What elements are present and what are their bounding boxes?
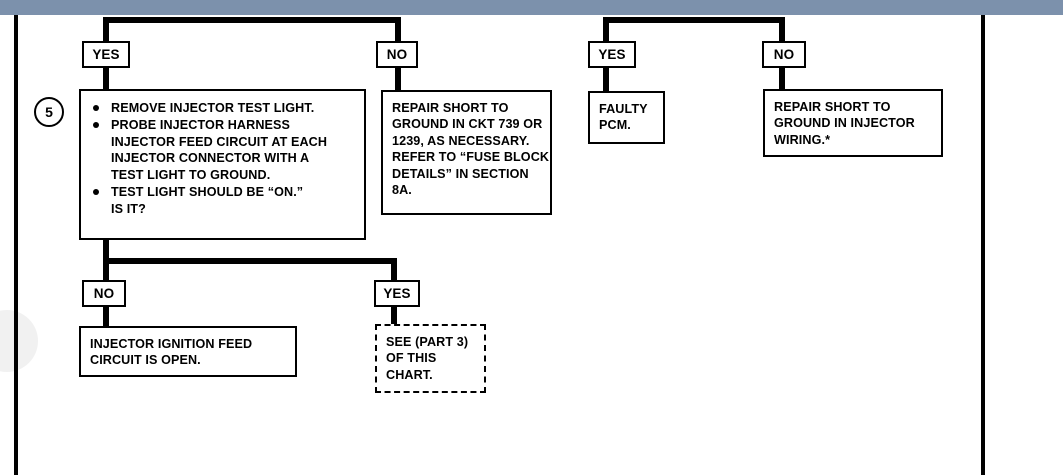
- box-line: 1239, AS NECESSARY.: [392, 133, 530, 148]
- connector-no-to-repair-injector: [779, 66, 785, 90]
- box-see-part3-reference: SEE (PART 3) OF THIS CHART.: [375, 324, 486, 393]
- connector-step5-down: [103, 238, 109, 262]
- bullet-dot-icon: [93, 105, 99, 111]
- connector-top-right-no-stem: [779, 17, 785, 41]
- box-repair-short-ckt: REPAIR SHORT TO GROUND IN CKT 739 OR 123…: [381, 90, 552, 215]
- connector-no-to-repair-ckt: [395, 66, 401, 90]
- box-instruction-step5: REMOVE INJECTOR TEST LIGHT. PROBE INJECT…: [79, 89, 366, 240]
- step-number-circle: 5: [34, 97, 64, 127]
- tag-top-left-yes: YES: [82, 41, 130, 68]
- box-line: REPAIR SHORT TO: [392, 101, 509, 115]
- step-number-label: 5: [45, 104, 53, 120]
- box-line: INJECTOR IGNITION FEED: [90, 337, 253, 351]
- instruction-bullet: PROBE INJECTOR HARNESS INJECTOR FEED CIR…: [91, 117, 356, 183]
- instruction-bullet: TEST LIGHT SHOULD BE “ON.” IS IT?: [91, 184, 356, 217]
- box-line: GROUND IN CKT 739 OR: [392, 117, 543, 132]
- page-border-left: [14, 15, 18, 475]
- box-line: WIRING.*: [774, 132, 831, 147]
- box-line: OF THIS: [386, 351, 437, 366]
- connector-yes-to-step5: [103, 66, 109, 92]
- box-line: PCM.: [599, 118, 631, 133]
- tag-label: YES: [598, 46, 626, 62]
- connector-bottom-no-stem: [103, 258, 109, 280]
- bullet-dot-icon: [93, 122, 99, 129]
- scan-watermark-blob: [0, 310, 38, 372]
- bullet-line: IS IT?: [111, 201, 146, 216]
- bullet-line: TEST LIGHT SHOULD BE “ON.”: [111, 184, 304, 199]
- tag-label: YES: [383, 285, 411, 301]
- page-banner-strip: [0, 0, 1063, 15]
- tag-label: NO: [93, 285, 115, 301]
- tag-top-left-no: NO: [376, 41, 418, 68]
- bullet-line: INJECTOR CONNECTOR WITH A: [111, 151, 310, 166]
- bullet-dot-icon: [93, 188, 99, 195]
- connector-bottom-horizontal: [103, 258, 397, 264]
- tag-label: NO: [386, 46, 408, 62]
- tag-top-right-no: NO: [762, 41, 806, 68]
- tag-bottom-yes: YES: [374, 280, 420, 307]
- instruction-bullet-list: REMOVE INJECTOR TEST LIGHT. PROBE INJECT…: [91, 100, 356, 217]
- connector-top-right-horizontal: [603, 17, 785, 23]
- page-column-divider-right: [981, 15, 985, 475]
- connector-bottom-yes-stem: [391, 258, 397, 280]
- connector-yes-to-see-part3: [391, 305, 397, 325]
- box-injector-ignition-open: INJECTOR IGNITION FEED CIRCUIT IS OPEN.: [79, 326, 297, 377]
- connector-top-left-no-stem: [395, 17, 401, 41]
- connector-top-left-horizontal: [103, 17, 401, 23]
- bullet-line: INJECTOR FEED CIRCUIT AT EACH: [111, 134, 328, 149]
- tag-label: YES: [92, 46, 120, 62]
- bullet-line: PROBE INJECTOR HARNESS: [111, 118, 291, 133]
- box-line: GROUND IN INJECTOR: [774, 116, 915, 131]
- connector-top-left-yes-stem: [103, 17, 109, 41]
- box-line: CHART.: [386, 367, 433, 382]
- box-faulty-pcm: FAULTY PCM.: [588, 91, 665, 144]
- box-line: DETAILS” IN SECTION: [392, 166, 529, 181]
- connector-yes-to-faulty-pcm: [603, 66, 609, 92]
- connector-top-right-yes-stem: [603, 17, 609, 41]
- bullet-line: REMOVE INJECTOR TEST LIGHT.: [111, 101, 315, 115]
- instruction-bullet: REMOVE INJECTOR TEST LIGHT.: [91, 100, 356, 117]
- bullet-line: TEST LIGHT TO GROUND.: [111, 167, 271, 182]
- box-line: CIRCUIT IS OPEN.: [90, 353, 201, 368]
- connector-no-to-injector-open: [103, 305, 109, 327]
- box-line: REFER TO “FUSE BLOCK: [392, 150, 550, 165]
- tag-top-right-yes: YES: [588, 41, 636, 68]
- box-line: FAULTY: [599, 102, 648, 116]
- box-repair-short-injector: REPAIR SHORT TO GROUND IN INJECTOR WIRIN…: [763, 89, 943, 157]
- box-line: REPAIR SHORT TO: [774, 100, 891, 114]
- box-line: 8A.: [392, 183, 412, 198]
- box-line: SEE (PART 3): [386, 335, 469, 349]
- tag-label: NO: [773, 46, 795, 62]
- tag-bottom-no: NO: [82, 280, 126, 307]
